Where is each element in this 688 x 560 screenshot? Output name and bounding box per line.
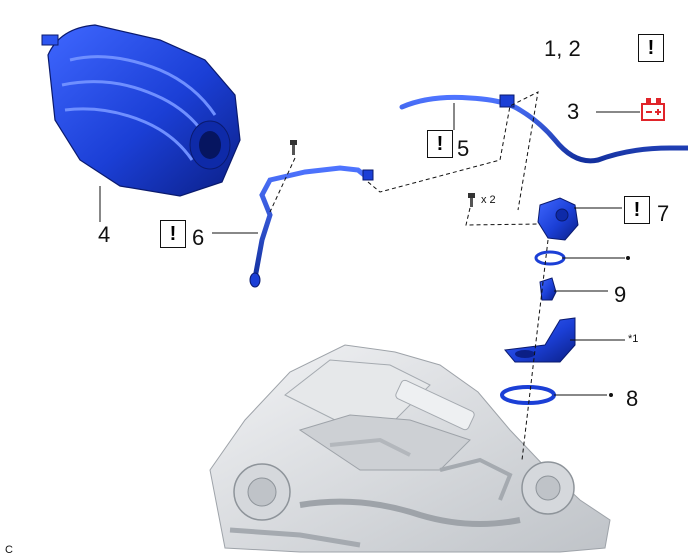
callout-5: 5 xyxy=(457,136,470,161)
assembly-dashed-lines xyxy=(269,91,549,461)
corner-code: C xyxy=(5,544,13,556)
o-ring xyxy=(534,250,566,266)
caution-box-icon: ! xyxy=(638,34,664,62)
callout-6: 6 xyxy=(192,225,205,250)
non-reusable-marker xyxy=(626,256,630,260)
callout-3: 3 xyxy=(567,99,580,124)
non-reusable-marker xyxy=(609,393,613,397)
engine-block xyxy=(209,344,611,553)
caution-box-icon: ! xyxy=(160,220,186,248)
fuel-pump-7 xyxy=(537,197,579,241)
callout-x2: x 2 xyxy=(481,194,496,206)
callout-1-2: 1, 2 xyxy=(544,36,581,61)
bolt-6 xyxy=(290,140,297,155)
callout-9: 9 xyxy=(614,282,627,307)
callout-7: 7 xyxy=(657,201,670,226)
gasket-8 xyxy=(500,385,556,405)
bolt-x2 xyxy=(468,193,475,207)
intake-manifold xyxy=(41,24,241,197)
battery-disconnect-icon xyxy=(641,98,665,121)
fuel-hose-6 xyxy=(249,165,374,288)
caution-box-icon: ! xyxy=(624,196,650,224)
callout-8: 8 xyxy=(626,386,639,411)
callout-4: 4 xyxy=(98,222,111,247)
callout-star-1: *1 xyxy=(628,333,639,345)
leader-lines xyxy=(99,103,640,396)
pump-bracket xyxy=(504,317,576,363)
caution-box-icon: ! xyxy=(427,130,453,158)
fuel-pipe-5 xyxy=(399,94,688,164)
